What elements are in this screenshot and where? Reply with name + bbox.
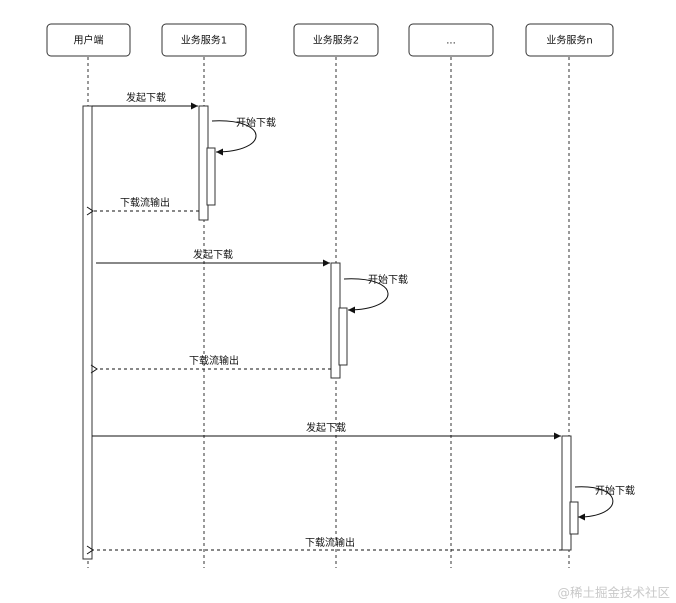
activation-svc1-self bbox=[206, 147, 216, 206]
activation-client bbox=[82, 105, 93, 560]
message-label-stream-output-n: 下载流输出 bbox=[305, 536, 355, 549]
participant-box-svc2 bbox=[293, 23, 379, 57]
watermark: @稀土掘金技术社区 bbox=[557, 585, 670, 600]
activation-svc2-self bbox=[338, 307, 348, 366]
participant-label-svc2: 业务服务2 bbox=[313, 34, 359, 47]
message-label-start-download-n: 发起下载 bbox=[306, 421, 346, 434]
participant-label-dots: ... bbox=[446, 36, 456, 47]
participant-box-svc1 bbox=[161, 23, 247, 57]
activation-svcn-self bbox=[569, 501, 579, 535]
activation-svcn bbox=[561, 435, 572, 551]
self-call-begin-download-n bbox=[574, 486, 614, 521]
participant-label-client: 用户端 bbox=[74, 34, 104, 47]
participant-label-svc1: 业务服务1 bbox=[181, 34, 227, 47]
message-label-stream-output-1: 下载流输出 bbox=[120, 196, 170, 209]
message-label-begin-download-n: 开始下载 bbox=[595, 484, 635, 497]
participant-box-client bbox=[46, 23, 131, 57]
participant-box-dots bbox=[408, 23, 494, 57]
participant-box-svcn bbox=[525, 23, 614, 57]
self-call-begin-download-2 bbox=[343, 278, 389, 314]
self-call-begin-download-1 bbox=[211, 120, 257, 156]
participant-label-svcn: 业务服务n bbox=[546, 34, 592, 47]
message-label-stream-output-2: 下载流输出 bbox=[189, 354, 239, 367]
message-label-begin-download-2: 开始下载 bbox=[368, 273, 408, 286]
message-label-start-download-2: 发起下载 bbox=[193, 248, 233, 261]
message-label-begin-download-1: 开始下载 bbox=[236, 116, 276, 129]
message-label-start-download-1: 发起下载 bbox=[126, 91, 166, 104]
